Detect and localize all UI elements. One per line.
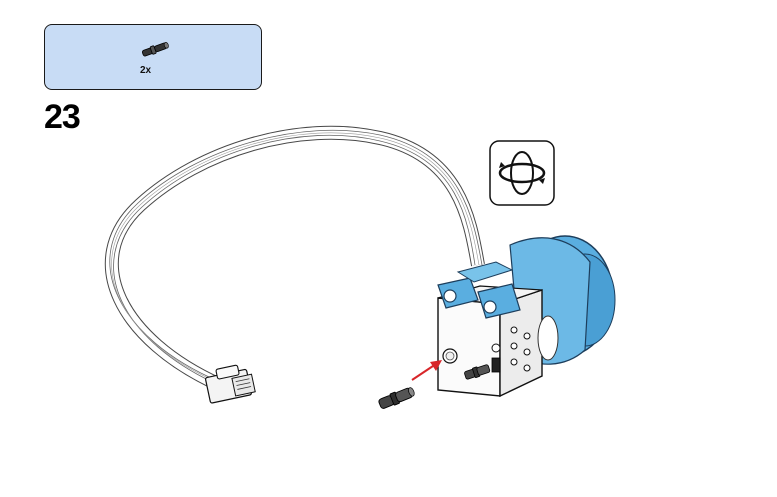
insert-arrow-icon (411, 360, 442, 381)
part-quantity: 2x (140, 65, 152, 76)
step-number: 23 (44, 98, 81, 136)
motor-icon (437, 235, 616, 398)
parts-callout: 2x (44, 24, 262, 90)
rotate-model-icon (489, 140, 555, 206)
connector-plug-icon (205, 364, 256, 404)
axle-peg-icon (141, 42, 169, 57)
cable-icon (104, 125, 485, 392)
axle-peg-icon (378, 387, 415, 409)
